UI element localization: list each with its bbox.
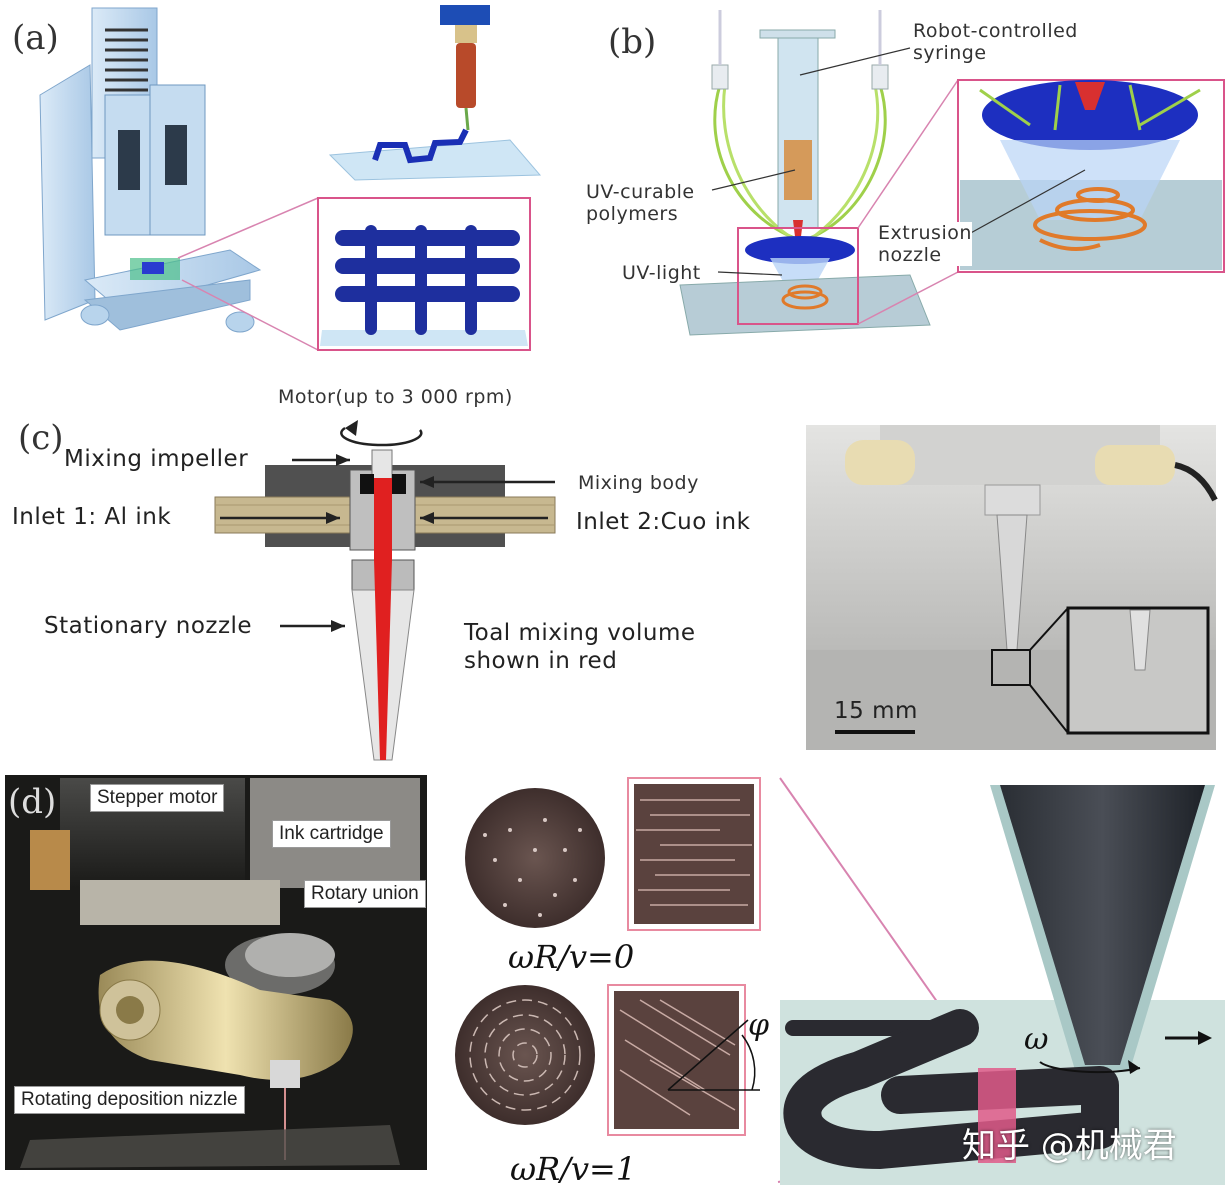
panel-d-texture-bottom: [607, 984, 760, 1136]
mixing-body-label: Mixing body: [578, 472, 699, 494]
stepper-motor-label: Stepper motor: [90, 784, 225, 812]
panel-d-texture-top: [627, 777, 761, 931]
mixing-impeller-label: Mixing impeller: [64, 446, 249, 472]
inlet-2-label: Inlet 2:Cuo ink: [576, 509, 751, 535]
stationary-nozzle-label: Stationary nozzle: [44, 613, 253, 639]
panel-d-nozzle-print: [777, 777, 1225, 1185]
panel-c-photo: [806, 425, 1218, 750]
rotary-union-label: Rotary union: [304, 880, 426, 908]
formula-zero: ωR/v=0: [508, 938, 635, 976]
formula-one: ωR/v=1: [510, 1150, 637, 1188]
panel-b-label: (b): [608, 22, 657, 62]
inlet-1-label: Inlet 1: Al ink: [12, 504, 172, 530]
panel-a-lattice-inset: [317, 197, 531, 351]
panel-c-label: (c): [18, 418, 64, 458]
panel-a-nozzle-drawing: [328, 5, 542, 181]
motor-label: Motor(up to 3 000 rpm): [278, 386, 513, 408]
panel-d-label: (d): [8, 782, 57, 822]
panel-b-uv-printer: [679, 10, 959, 336]
panel-d-disc-top: [465, 788, 605, 928]
scale-bar-label: 15 mm: [834, 698, 918, 724]
mixing-volume-label: Toal mixing volume shown in red: [464, 620, 696, 674]
panel-c-mixer-schematic: [214, 420, 556, 761]
uv-light-label: UV-light: [622, 262, 701, 284]
panel-b-nozzle-inset: [957, 79, 1225, 273]
panel-a-label: (a): [12, 18, 59, 58]
robot-syringe-label: Robot-controlled syringe: [913, 20, 1078, 64]
watermark-text: 知乎 @机械君: [962, 1126, 1177, 1166]
rotating-nozzle-label: Rotating deposition nizzle: [14, 1086, 245, 1114]
panel-d-disc-bottom: [455, 985, 595, 1125]
uv-polymers-label: UV-curable polymers: [586, 181, 695, 225]
panel-a-printer-illustration: [39, 7, 319, 351]
panel-b-leader-lines: [711, 47, 1086, 276]
phi-label: φ: [748, 1008, 770, 1043]
extrusion-nozzle-label: Extrusion nozzle: [878, 222, 972, 266]
omega-label: ω: [1024, 1022, 1049, 1057]
ink-cartridge-label: Ink cartridge: [272, 820, 391, 848]
